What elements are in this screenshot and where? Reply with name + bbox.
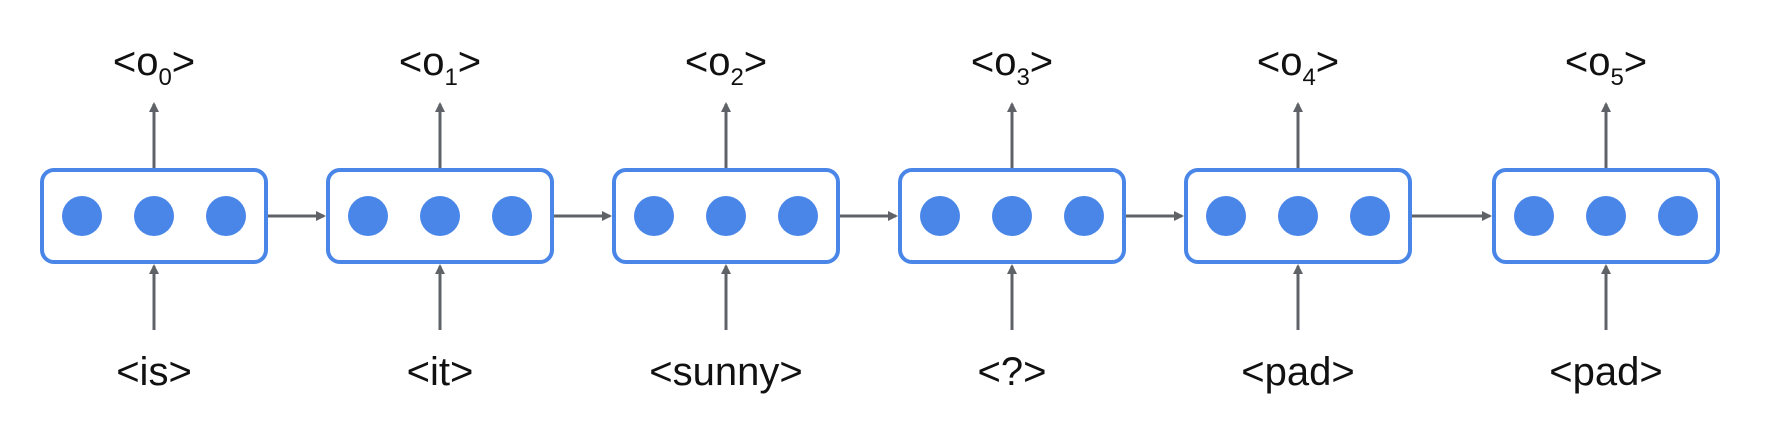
- output-label-base: o: [422, 40, 445, 84]
- output-label-close-bracket: >: [743, 40, 768, 84]
- output-label-subscript: 2: [730, 64, 744, 91]
- output-label-open-bracket: <: [398, 40, 423, 84]
- hidden-unit-4-0: [1206, 196, 1246, 236]
- input-token-label-0: <is>: [116, 350, 192, 394]
- output-label-subscript: 5: [1610, 64, 1624, 91]
- hidden-unit-3-1: [992, 196, 1032, 236]
- hidden-unit-0-0: [62, 196, 102, 236]
- output-label-open-bracket: <: [1256, 40, 1281, 84]
- output-label-close-bracket: >: [1029, 40, 1054, 84]
- output-label-base: o: [136, 40, 159, 84]
- output-label-open-bracket: <: [1564, 40, 1589, 84]
- output-label-subscript: 0: [158, 64, 172, 91]
- hidden-unit-1-1: [420, 196, 460, 236]
- output-label-base: o: [1280, 40, 1303, 84]
- output-label-subscript: 4: [1302, 64, 1316, 91]
- input-token-label-3: <?>: [977, 350, 1047, 394]
- output-label-close-bracket: >: [457, 40, 482, 84]
- hidden-unit-4-1: [1278, 196, 1318, 236]
- hidden-unit-1-2: [492, 196, 532, 236]
- hidden-unit-4-2: [1350, 196, 1390, 236]
- hidden-unit-5-1: [1586, 196, 1626, 236]
- hidden-unit-2-1: [706, 196, 746, 236]
- output-label-close-bracket: >: [1315, 40, 1340, 84]
- hidden-unit-0-2: [206, 196, 246, 236]
- output-label-5: <o5>: [1564, 40, 1648, 90]
- output-label-3: <o3>: [970, 40, 1054, 90]
- hidden-unit-2-0: [634, 196, 674, 236]
- hidden-unit-1-0: [348, 196, 388, 236]
- output-label-subscript: 1: [444, 64, 458, 91]
- input-token-label-4: <pad>: [1241, 350, 1355, 394]
- output-label-0: <o0>: [112, 40, 196, 90]
- output-label-close-bracket: >: [171, 40, 196, 84]
- hidden-unit-0-1: [134, 196, 174, 236]
- output-label-base: o: [1588, 40, 1611, 84]
- output-label-base: o: [994, 40, 1017, 84]
- output-label-1: <o1>: [398, 40, 482, 90]
- input-token-label-1: <it>: [406, 350, 474, 394]
- output-label-2: <o2>: [684, 40, 768, 90]
- output-label-open-bracket: <: [112, 40, 137, 84]
- hidden-unit-2-2: [778, 196, 818, 236]
- hidden-unit-5-0: [1514, 196, 1554, 236]
- output-label-subscript: 3: [1016, 64, 1030, 91]
- output-label-open-bracket: <: [684, 40, 709, 84]
- hidden-unit-5-2: [1658, 196, 1698, 236]
- output-label-base: o: [708, 40, 731, 84]
- hidden-unit-3-0: [920, 196, 960, 236]
- input-token-label-2: <sunny>: [649, 350, 803, 394]
- output-label-4: <o4>: [1256, 40, 1340, 90]
- output-label-close-bracket: >: [1623, 40, 1648, 84]
- output-label-open-bracket: <: [970, 40, 995, 84]
- input-token-label-5: <pad>: [1549, 350, 1663, 394]
- hidden-unit-3-2: [1064, 196, 1104, 236]
